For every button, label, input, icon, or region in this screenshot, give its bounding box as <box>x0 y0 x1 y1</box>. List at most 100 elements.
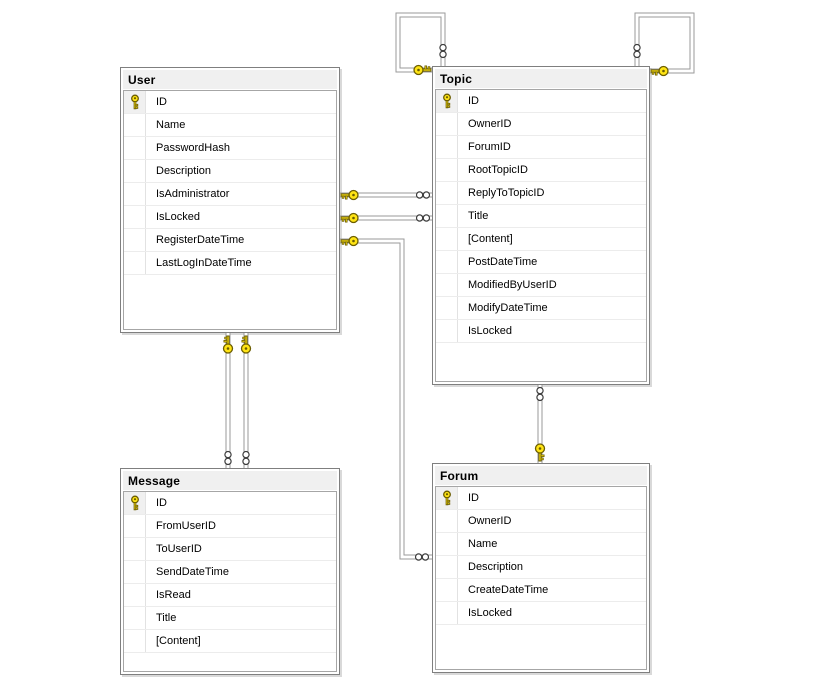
infinity-icon <box>439 43 447 59</box>
infinity-icon <box>242 450 250 466</box>
field-name: ID <box>156 497 167 509</box>
key-cell <box>124 183 146 205</box>
key-cell <box>436 533 458 555</box>
relationship-user-message-left[interactable] <box>222 333 234 468</box>
table-topic-header[interactable]: Topic <box>435 69 647 88</box>
field-row[interactable]: [Content] <box>436 228 646 251</box>
field-row[interactable]: IsLocked <box>436 320 646 343</box>
field-row[interactable]: LastLogInDateTime <box>124 252 336 275</box>
relationship-user-message-right[interactable] <box>240 333 252 468</box>
key-icon <box>340 212 359 224</box>
field-row[interactable]: ModifiedByUserID <box>436 274 646 297</box>
field-name: PostDateTime <box>468 256 538 268</box>
key-cell <box>436 159 458 181</box>
relationship-user-forum[interactable] <box>340 235 432 561</box>
field-row[interactable]: ID <box>436 90 646 113</box>
field-row[interactable]: CreateDateTime <box>436 579 646 602</box>
field-row[interactable]: ToUserID <box>124 538 336 561</box>
table-user-header[interactable]: User <box>123 70 337 89</box>
infinity-icon <box>415 191 431 199</box>
key-cell <box>436 510 458 532</box>
field-name: IsLocked <box>468 607 513 619</box>
field-name: Title <box>156 612 177 624</box>
field-row[interactable]: [Content] <box>124 630 336 653</box>
relationship-user-topic-lower[interactable] <box>340 212 432 224</box>
key-cell <box>124 137 146 159</box>
field-row[interactable]: IsAdministrator <box>124 183 336 206</box>
key-cell <box>124 206 146 228</box>
field-row[interactable]: ID <box>124 492 336 515</box>
key-cell <box>436 182 458 204</box>
relationship-forum-topic[interactable] <box>534 385 546 463</box>
field-row[interactable]: RegisterDateTime <box>124 229 336 252</box>
infinity-icon <box>536 386 544 402</box>
key-cell <box>436 297 458 319</box>
field-name: Name <box>156 119 186 131</box>
field-row[interactable]: ID <box>436 487 646 510</box>
table-message-header[interactable]: Message <box>123 471 337 490</box>
key-cell <box>436 602 458 624</box>
relationship-user-topic-upper[interactable] <box>340 189 432 201</box>
table-title: Message <box>128 473 181 488</box>
field-row[interactable]: OwnerID <box>436 113 646 136</box>
field-row[interactable]: ReplyToTopicID <box>436 182 646 205</box>
field-row[interactable]: ForumID <box>436 136 646 159</box>
field-row[interactable]: PostDateTime <box>436 251 646 274</box>
field-row[interactable]: Description <box>124 160 336 183</box>
field-row[interactable]: Title <box>436 205 646 228</box>
field-row[interactable]: Description <box>436 556 646 579</box>
key-cell <box>124 252 146 274</box>
field-name: Description <box>468 561 524 573</box>
infinity-icon <box>224 450 232 466</box>
infinity-icon <box>633 43 641 59</box>
field-name: RootTopicID <box>468 164 528 176</box>
table-title: User <box>128 72 156 87</box>
field-name: ID <box>468 492 479 504</box>
field-row[interactable]: Title <box>124 607 336 630</box>
field-row[interactable]: PasswordHash <box>124 137 336 160</box>
field-row[interactable]: ModifyDateTime <box>436 297 646 320</box>
key-cell <box>124 561 146 583</box>
key-icon <box>534 443 546 462</box>
field-row[interactable]: SendDateTime <box>124 561 336 584</box>
field-name: RegisterDateTime <box>156 234 245 246</box>
field-row[interactable]: IsLocked <box>436 602 646 625</box>
field-name: ID <box>468 95 479 107</box>
key-icon <box>340 189 359 201</box>
key-cell <box>124 607 146 629</box>
field-row[interactable]: OwnerID <box>436 510 646 533</box>
key-icon <box>240 335 252 354</box>
field-name: FromUserID <box>156 520 216 532</box>
key-cell <box>436 113 458 135</box>
primary-key-cell <box>124 492 146 514</box>
field-row[interactable]: RootTopicID <box>436 159 646 182</box>
field-row[interactable]: Name <box>436 533 646 556</box>
table-title: Topic <box>440 71 473 86</box>
key-cell <box>124 584 146 606</box>
field-row[interactable]: IsLocked <box>124 206 336 229</box>
field-row[interactable]: Name <box>124 114 336 137</box>
key-cell <box>436 579 458 601</box>
field-name: IsRead <box>156 589 191 601</box>
key-cell <box>436 251 458 273</box>
key-cell <box>436 136 458 158</box>
key-cell <box>436 228 458 250</box>
table-forum-header[interactable]: Forum <box>435 466 647 485</box>
key-cell <box>436 556 458 578</box>
table-title: Forum <box>440 468 479 483</box>
field-row[interactable]: FromUserID <box>124 515 336 538</box>
key-cell <box>124 515 146 537</box>
primary-key-cell <box>436 90 458 112</box>
field-name: OwnerID <box>468 515 512 527</box>
field-name: IsAdministrator <box>156 188 230 200</box>
field-row[interactable]: ID <box>124 91 336 114</box>
field-row[interactable]: IsRead <box>124 584 336 607</box>
field-name: Description <box>156 165 212 177</box>
